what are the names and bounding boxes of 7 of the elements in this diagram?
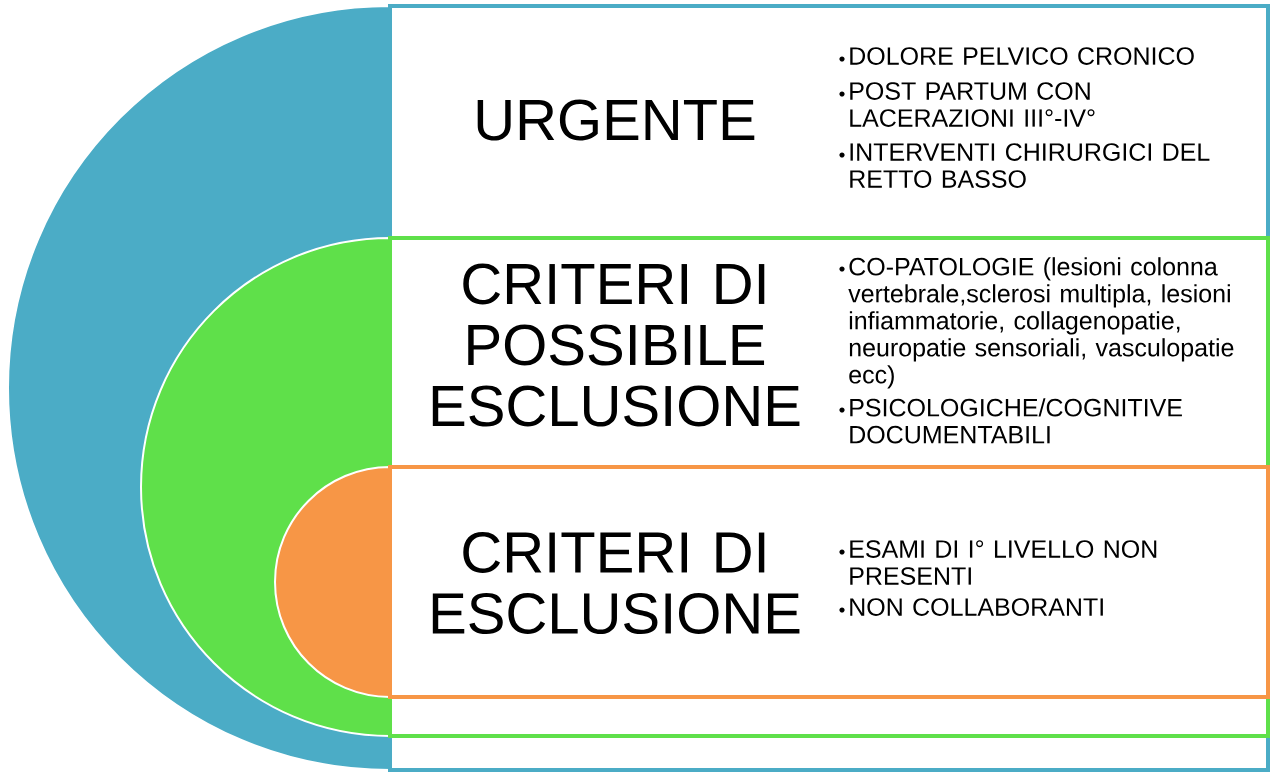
bullet-item: PSICOLOGICHE/COGNITIVE DOCUMENTABILI — [839, 398, 1182, 444]
bullet-item: INTERVENTI CHIRURGICI DEL RETTO BASSO — [839, 143, 1210, 188]
bullet-item: POST PARTUM CON LACERAZIONI III°-IV° — [839, 82, 1095, 127]
bullet-item: NON COLLABORANTI — [839, 598, 1103, 616]
bullet-item: CO-PATOLOGIE (lesioni colonna vertebrale,sclerosi multipla, lesioni infiammatorie, collagenopatie, neuropatie sensoriali, vasculopatie ecc) — [839, 257, 1234, 389]
bullet-item: DOLORE PELVICO CRONICO — [839, 47, 1194, 65]
bullet-item: ESAMI DI I° LIVELLO NON PRESENTI — [839, 540, 1157, 585]
